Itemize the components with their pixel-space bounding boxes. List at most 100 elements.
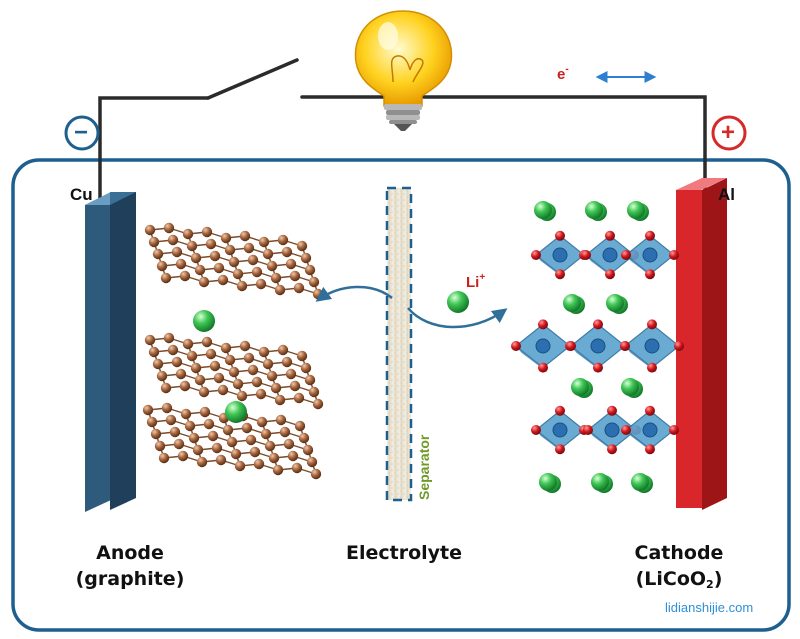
carbon-atom bbox=[179, 270, 191, 282]
carbon-atom bbox=[148, 236, 160, 248]
lithium-ion-cathode bbox=[606, 294, 624, 312]
oxygen-atom bbox=[645, 444, 655, 455]
oxygen-atom bbox=[555, 444, 565, 455]
carbon-atom bbox=[165, 414, 177, 426]
carbon-atom bbox=[213, 372, 225, 384]
positive-terminal-sign: + bbox=[721, 119, 736, 146]
carbon-atom bbox=[270, 272, 282, 284]
carbon-atom bbox=[220, 232, 232, 244]
cathode-crystal-structure bbox=[511, 201, 684, 493]
carbon-atom bbox=[253, 458, 265, 470]
carbon-atom bbox=[272, 464, 284, 476]
carbon-atom bbox=[220, 342, 232, 354]
oxygen-atom bbox=[538, 362, 548, 373]
carbon-atom bbox=[279, 426, 291, 438]
carbon-atom bbox=[258, 346, 270, 358]
carbon-atom bbox=[243, 352, 255, 364]
carbon-atom bbox=[234, 460, 246, 472]
carbon-atom bbox=[156, 370, 168, 382]
carbon-atom bbox=[293, 392, 305, 404]
oxygen-atom bbox=[647, 319, 657, 330]
carbon-atom bbox=[154, 440, 166, 452]
carbon-atom bbox=[232, 268, 244, 280]
carbon-atom bbox=[277, 234, 289, 246]
carbon-atom bbox=[264, 440, 276, 452]
carbon-atom bbox=[192, 444, 204, 456]
carbon-atom bbox=[175, 258, 187, 270]
carbon-atom bbox=[262, 358, 274, 370]
carbon-atom bbox=[175, 368, 187, 380]
carbon-atom bbox=[285, 258, 297, 270]
carbon-atom bbox=[243, 242, 255, 254]
carbon-atom bbox=[205, 348, 217, 360]
oxygen-atom bbox=[555, 230, 565, 241]
ion-flow-arrow-to-anode-icon bbox=[315, 285, 393, 302]
carbon-atom bbox=[180, 408, 192, 420]
carbon-atom bbox=[236, 390, 248, 402]
carbon-atom bbox=[211, 442, 223, 454]
carbon-atom bbox=[251, 376, 263, 388]
cathode-label: Cathode (LiCoO2) bbox=[604, 540, 754, 598]
negative-terminal-sign: − bbox=[74, 119, 89, 146]
oxygen-atom bbox=[645, 269, 655, 280]
carbon-atom bbox=[289, 380, 301, 392]
lithium-ion-cathode bbox=[591, 473, 609, 491]
carbon-atom bbox=[142, 404, 154, 416]
watermark: lidianshijie.com bbox=[665, 600, 754, 615]
carbon-atom bbox=[196, 456, 208, 468]
carbon-atom bbox=[215, 454, 227, 466]
separator-membrane bbox=[385, 186, 413, 502]
carbon-atom bbox=[260, 428, 272, 440]
carbon-atom bbox=[270, 382, 282, 394]
cobalt-atom bbox=[644, 338, 660, 354]
oxygen-atom bbox=[669, 250, 679, 260]
cobalt-atom bbox=[552, 422, 568, 438]
carbon-atom bbox=[304, 374, 316, 386]
cobalt-atom bbox=[535, 338, 551, 354]
external-circuit bbox=[98, 58, 707, 207]
carbon-atom bbox=[281, 356, 293, 368]
carbon-atom bbox=[182, 228, 194, 240]
separator-label: Separator bbox=[416, 434, 432, 500]
light-bulb-icon bbox=[354, 10, 453, 131]
carbon-atom bbox=[241, 422, 253, 434]
anode-label-line1: Anode bbox=[96, 542, 164, 564]
carbon-atom bbox=[312, 398, 324, 410]
positive-terminal-icon bbox=[711, 115, 747, 151]
carbon-atom bbox=[184, 420, 196, 432]
carbon-atom bbox=[177, 450, 189, 462]
lithium-symbol: Li bbox=[466, 274, 480, 291]
carbon-atom bbox=[163, 332, 175, 344]
lithium-ion-label: Li+ bbox=[466, 272, 485, 291]
carbon-atom bbox=[300, 362, 312, 374]
oxygen-atom bbox=[607, 405, 617, 416]
carbon-atom bbox=[306, 456, 318, 468]
carbon-atom bbox=[167, 234, 179, 246]
oxygen-atom bbox=[605, 269, 615, 280]
oxygen-atom bbox=[538, 319, 548, 330]
carbon-atom bbox=[217, 384, 229, 396]
oxygen-atom bbox=[583, 425, 593, 435]
carbon-atom bbox=[239, 340, 251, 352]
carbon-atom bbox=[217, 274, 229, 286]
carbon-atom bbox=[167, 344, 179, 356]
carbon-atom bbox=[291, 462, 303, 474]
carbon-atom bbox=[160, 382, 172, 394]
lithium-ion-cathode bbox=[571, 378, 589, 396]
oxygen-atom bbox=[531, 250, 541, 260]
carbon-atom bbox=[287, 450, 299, 462]
carbon-atom bbox=[258, 236, 270, 248]
carbon-atom bbox=[144, 334, 156, 346]
carbon-atom bbox=[266, 370, 278, 382]
oxygen-atom bbox=[581, 250, 591, 260]
carbon-atom bbox=[163, 222, 175, 234]
cobalt-atom bbox=[602, 247, 618, 263]
lithium-ion-cathode bbox=[627, 201, 645, 219]
carbon-atom bbox=[302, 444, 314, 456]
cobalt-atom bbox=[642, 422, 658, 438]
carbon-atom bbox=[148, 346, 160, 358]
oxygen-atom bbox=[593, 362, 603, 373]
carbon-atom bbox=[188, 432, 200, 444]
carbon-atom bbox=[308, 276, 320, 288]
